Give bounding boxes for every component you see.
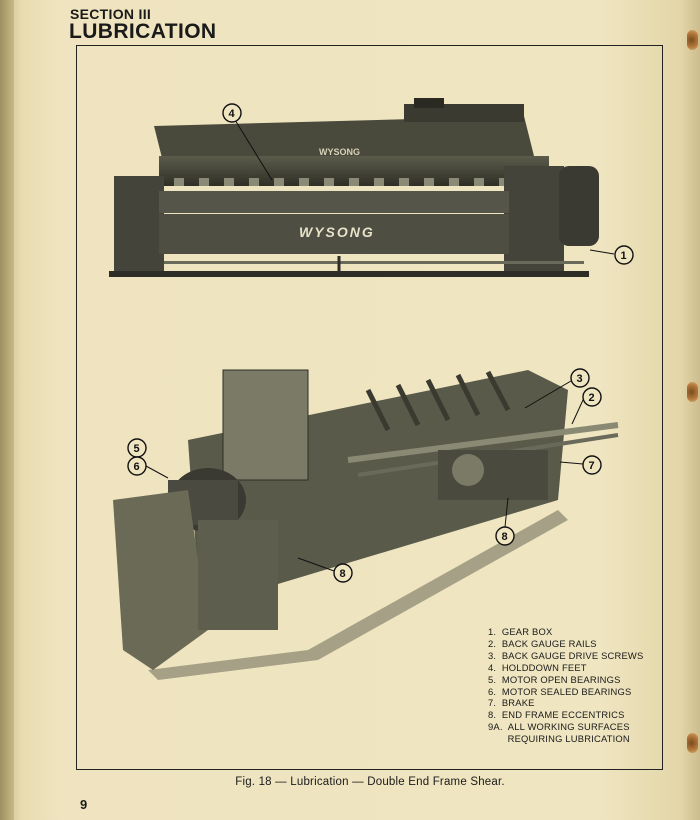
svg-text:1: 1 (621, 250, 627, 262)
svg-text:2: 2 (589, 392, 595, 404)
callout-3: 3 (570, 368, 590, 388)
section-label: SECTION III (70, 6, 152, 22)
brand-crosshead: WYSONG (319, 147, 360, 157)
svg-text:8: 8 (502, 531, 508, 543)
svg-text:6: 6 (134, 461, 140, 473)
legend-item: 7. BRAKE (488, 697, 535, 709)
page-number: 9 (80, 797, 88, 812)
svg-text:7: 7 (589, 460, 595, 472)
callout-7: 7 (582, 455, 602, 475)
binder-hole (687, 733, 698, 753)
shear-front-photo: WYSONG WYSONG (104, 96, 614, 296)
shear-rear-photo (108, 350, 628, 680)
figure-frame (76, 45, 663, 770)
svg-text:8: 8 (340, 568, 346, 580)
callout-8-right: 8 (495, 526, 515, 546)
binder-hole (687, 30, 698, 50)
section-title: LUBRICATION (69, 20, 217, 43)
callout-4-top: 4 (222, 103, 242, 123)
callout-6: 6 (127, 456, 147, 476)
figure-caption: Fig. 18 — Lubrication — Double End Frame… (235, 776, 505, 788)
shear-front-illustration: WYSONG WYSONG (109, 98, 599, 277)
callout-1: 1 (614, 245, 634, 265)
legend-item: 3. BACK GAUGE DRIVE SCREWS (488, 649, 644, 661)
legend-item: 5. MOTOR OPEN BEARINGS (488, 673, 621, 685)
legend-item: 6. MOTOR SEALED BEARINGS (488, 685, 632, 697)
legend-item: 1. GEAR BOX (488, 626, 553, 637)
legend-item: 9A. ALL WORKING SURFACES (488, 721, 630, 733)
binder-edge (0, 0, 14, 820)
callout-2: 2 (582, 387, 602, 407)
svg-text:3: 3 (577, 373, 583, 385)
legend-item: REQUIRING LUBRICATION (488, 733, 630, 745)
brand-front: WYSONG (299, 224, 375, 240)
lubrication-legend: 1. GEAR BOX 2. BACK GAUGE RAILS 3. BACK … (488, 626, 643, 745)
legend-item: 8. END FRAME ECCENTRICS (488, 709, 625, 721)
legend-item: 4. HOLDDOWN FEET (488, 661, 587, 673)
shear-rear-illustration (113, 369, 619, 680)
legend-item: 2. BACK GAUGE RAILS (488, 637, 597, 649)
svg-text:4: 4 (229, 108, 236, 120)
callout-8-left: 8 (333, 563, 353, 583)
svg-text:5: 5 (134, 443, 140, 455)
callout-5: 5 (127, 438, 147, 458)
binder-hole (687, 382, 698, 402)
